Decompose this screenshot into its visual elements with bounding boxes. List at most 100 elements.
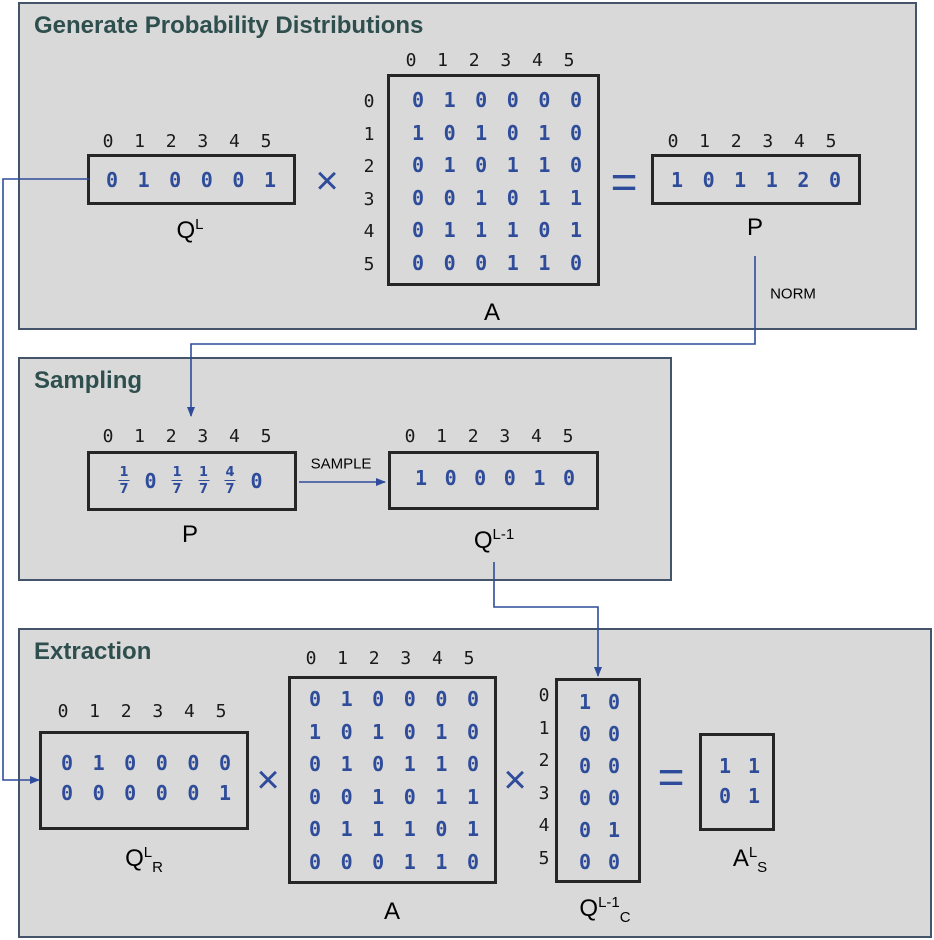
- multiply-operator-extraction-1: ×: [256, 758, 280, 802]
- p-cell: 1: [765, 168, 778, 192]
- a-extraction-col-index: 5: [463, 648, 475, 669]
- extraction-panel-title: Extraction: [34, 638, 152, 665]
- a-col-index: 0: [405, 50, 417, 71]
- a-cell: 0: [506, 88, 519, 112]
- a-cell: 0: [538, 218, 551, 243]
- p-col-index: 3: [762, 131, 774, 152]
- ql1c-label: QL-1C: [579, 895, 630, 925]
- fraction-numerator: 1: [118, 465, 130, 481]
- a-extraction-cell: 0: [340, 850, 353, 874]
- ql1-col-index: 5: [562, 426, 574, 447]
- als-cell: 0: [718, 784, 732, 808]
- a-extraction-col-index: 2: [368, 648, 380, 669]
- ql1-cell: 0: [474, 466, 487, 490]
- qlr-cell: 0: [187, 781, 200, 805]
- a-extraction-cell: 0: [403, 687, 416, 711]
- a-cell: 1: [538, 153, 551, 178]
- a-cell: 1: [538, 185, 551, 210]
- sampling-panel-title: Sampling: [34, 367, 143, 394]
- ql1c-cell: 0: [607, 690, 621, 714]
- a-extraction-col-index: 0: [305, 648, 317, 669]
- a-col-index: 3: [500, 50, 512, 71]
- ql1c-cell: 1: [607, 818, 621, 842]
- p-normalized-label-text: P: [181, 521, 199, 548]
- p-cell: 0: [702, 168, 715, 192]
- als-cell: 1: [747, 754, 761, 778]
- a-extraction-cell: 1: [435, 719, 448, 744]
- ql1-label: QL-1: [474, 527, 514, 553]
- ql1-col-index: 1: [436, 426, 448, 447]
- a-matrix-box-extraction: [288, 676, 497, 884]
- ql1c-matrix-box: [555, 678, 641, 883]
- a-cell: 1: [411, 120, 425, 145]
- ql-label: QL: [176, 217, 203, 243]
- qlr-cell: 0: [60, 781, 74, 805]
- ql-col-index: 3: [197, 131, 209, 152]
- qlr-label-sup: L: [143, 844, 153, 862]
- a-extraction-cell: 1: [308, 719, 322, 744]
- qlr-col-index: 1: [89, 701, 101, 722]
- a-cell: 1: [538, 251, 551, 275]
- ql-col-index: 1: [134, 131, 146, 152]
- a-extraction-cell: 0: [403, 719, 416, 744]
- a-extraction-cell: 0: [340, 784, 353, 809]
- ql1c-cell: 0: [607, 754, 621, 778]
- a-extraction-cell: 1: [466, 817, 480, 842]
- ql1c-cell: 0: [578, 722, 592, 746]
- a-extraction-cell: 1: [435, 752, 448, 777]
- fraction-denominator: 7: [172, 482, 182, 497]
- ql1c-cell: 0: [578, 786, 592, 810]
- a-col-index: 1: [437, 50, 449, 71]
- a-cell: 0: [506, 185, 519, 210]
- ql1-col-index: 2: [467, 426, 479, 447]
- ql1c-cell: 0: [578, 850, 592, 874]
- a-cell: 0: [411, 251, 425, 275]
- a-extraction-cell: 0: [308, 752, 322, 777]
- a-extraction-cell: 1: [340, 817, 353, 842]
- p-cell: 2: [797, 168, 810, 192]
- ql1-cell: 0: [444, 466, 457, 490]
- a-extraction-cell: 0: [466, 719, 480, 744]
- a-extraction-cell: 1: [372, 817, 385, 842]
- a-cell: 0: [443, 185, 456, 210]
- ql-cell: 0: [232, 168, 245, 192]
- a-extraction-cell: 1: [372, 784, 385, 809]
- a-extraction-cell: 1: [403, 817, 416, 842]
- a-extraction-cell: 0: [372, 687, 385, 711]
- als-label: ALS: [733, 845, 767, 875]
- ql1c-label-sup: L-1: [598, 894, 620, 912]
- a-cell: 1: [506, 251, 519, 275]
- a-extraction-cell: 1: [403, 752, 416, 777]
- p-normalized-col-index: 3: [197, 426, 209, 447]
- als-matrix-box: [699, 733, 775, 831]
- a-cell: 1: [475, 120, 488, 145]
- p-normalized-vector-box: [87, 451, 297, 511]
- qlr-cell: 0: [60, 751, 74, 775]
- a-cell: 0: [569, 88, 583, 112]
- a-cell: 0: [475, 153, 488, 178]
- ql1c-label-base: Q: [579, 895, 599, 923]
- a-cell: 0: [506, 120, 519, 145]
- qlr-cell: 0: [124, 781, 137, 805]
- qlr-cell: 1: [218, 781, 232, 805]
- a-cell: 0: [443, 120, 456, 145]
- ql1-cell: 1: [533, 466, 546, 490]
- a-cell: 1: [475, 218, 488, 243]
- qlr-col-index: 2: [120, 701, 132, 722]
- a-extraction-cell: 0: [466, 850, 480, 874]
- qlr-cell: 0: [92, 781, 105, 805]
- qlr-cell: 0: [187, 751, 200, 775]
- a-extraction-cell: 1: [403, 850, 416, 874]
- ql1c-cell: 0: [578, 818, 592, 842]
- a-cell: 0: [475, 251, 488, 275]
- ql-col-index: 4: [228, 131, 240, 152]
- qlr-cell: 0: [218, 751, 232, 775]
- p-col-index: 1: [699, 131, 711, 152]
- a-cell: 0: [538, 88, 551, 112]
- multiply-operator-extraction-2: ×: [503, 758, 527, 802]
- p-normalized-label: P: [182, 523, 198, 547]
- ql-cell: 1: [137, 168, 150, 192]
